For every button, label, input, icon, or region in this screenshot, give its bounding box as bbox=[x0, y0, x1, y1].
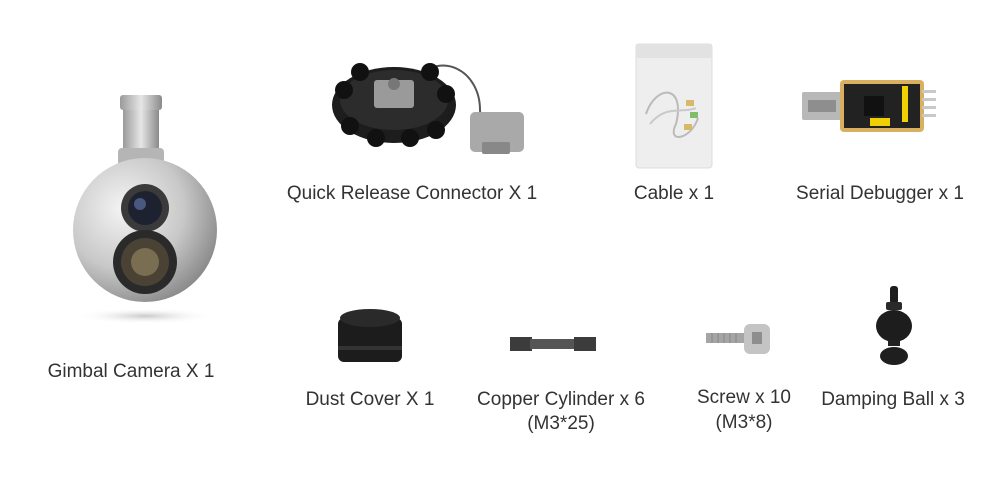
serial-debugger-image bbox=[802, 80, 936, 132]
screw-spec: (M3*8) bbox=[715, 412, 773, 433]
copper-cylinder-label: Copper Cylinder x 6 bbox=[477, 389, 645, 410]
cable-label: Cable x 1 bbox=[633, 183, 715, 204]
quick-release-connector-image bbox=[332, 63, 524, 154]
dust-cover-image bbox=[338, 309, 402, 362]
screw-image bbox=[706, 324, 770, 354]
damping-ball-image bbox=[876, 286, 912, 365]
damping-ball-label: Damping Ball x 3 bbox=[821, 389, 965, 410]
cable-image bbox=[635, 43, 713, 169]
gimbal-camera-label: Gimbal Camera X 1 bbox=[47, 361, 215, 382]
copper-cylinder-spec: (M3*25) bbox=[527, 413, 595, 434]
gimbal-camera-image bbox=[73, 95, 217, 324]
quick-release-connector-label: Quick Release Connector X 1 bbox=[286, 183, 538, 204]
screw-label: Screw x 10 bbox=[697, 387, 791, 408]
dust-cover-label: Dust Cover X 1 bbox=[305, 389, 435, 410]
serial-debugger-label: Serial Debugger x 1 bbox=[796, 183, 964, 204]
copper-cylinder-image bbox=[510, 337, 596, 351]
